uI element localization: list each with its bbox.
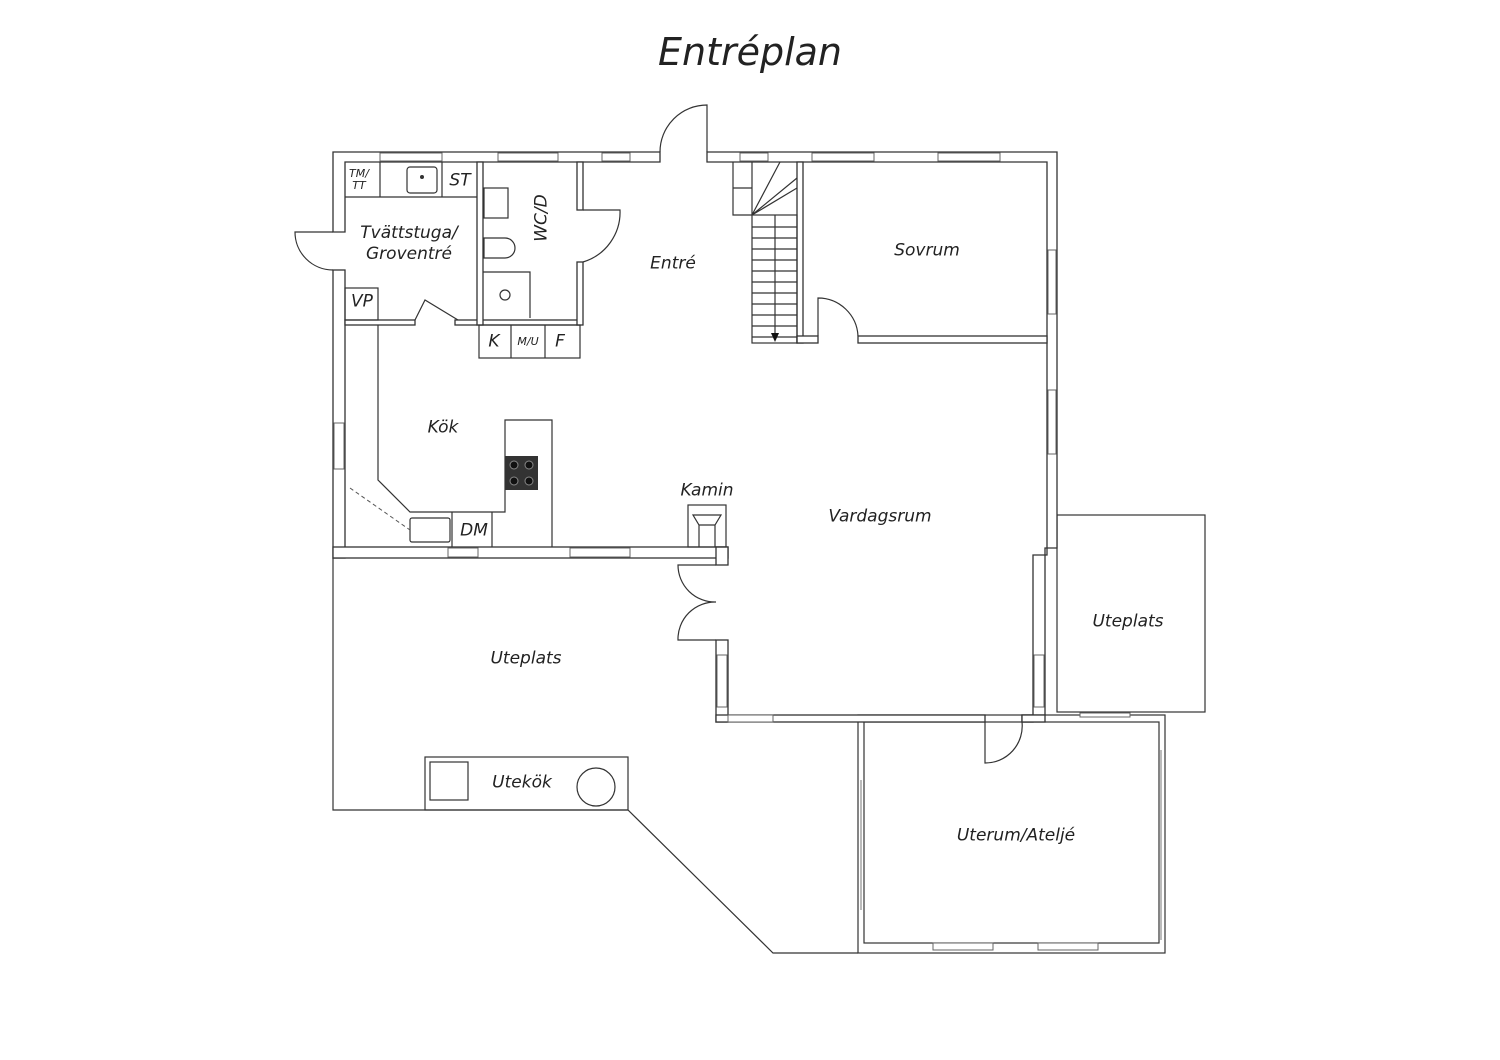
utekok-round-grill — [576, 767, 616, 807]
label-line: TM/ — [349, 167, 369, 180]
bathroom-fixtures — [483, 187, 531, 318]
label-vp: VP — [351, 291, 373, 312]
label-line: Groventré — [366, 244, 452, 264]
uteplats-left-outline — [332, 558, 858, 954]
floor-plan-title: Entréplan — [657, 30, 843, 74]
fireplace — [687, 504, 727, 548]
wall — [576, 261, 584, 326]
stove — [505, 456, 538, 490]
label-k: K — [488, 331, 500, 352]
doors — [294, 104, 1023, 764]
room-label-uteplats-right: Uteplats — [1092, 611, 1164, 632]
label-line: Tvättstuga/ — [360, 223, 458, 243]
uterum-walls — [857, 714, 1166, 954]
wall-vardagsrum-south — [715, 714, 986, 723]
wall — [796, 161, 804, 344]
kitchen-counters — [349, 325, 553, 547]
room-label-sovrum: Sovrum — [894, 240, 960, 261]
wall-left — [332, 269, 346, 559]
wall — [857, 335, 1048, 344]
room-label-wc: WC/D — [531, 194, 552, 242]
room-label-vardagsrum: Vardagsrum — [828, 506, 932, 527]
room-label-uterum: Uterum/Ateljé — [956, 825, 1076, 846]
label-f: F — [555, 331, 565, 352]
utekok-grill — [429, 761, 469, 801]
room-label-tvattstuga: Tvättstuga/Groventré — [360, 223, 457, 265]
uteplats-right-outline — [1056, 514, 1206, 713]
room-label-entre: Entré — [650, 253, 696, 274]
wall — [796, 335, 819, 344]
wall — [476, 161, 484, 326]
wall — [576, 161, 584, 211]
wall-kok-south — [332, 546, 729, 559]
laundry-fixtures — [344, 162, 477, 321]
label-kamin: Kamin — [680, 480, 734, 501]
room-label-uteplats-left: Uteplats — [490, 648, 562, 669]
label-line: TT — [352, 179, 366, 192]
label-utekok: Utekök — [492, 772, 552, 793]
wall — [1021, 714, 1046, 723]
wall — [715, 546, 729, 566]
wall — [454, 319, 581, 326]
window — [932, 942, 994, 951]
utekok-counter — [424, 756, 629, 811]
uterum-inner-wall — [863, 721, 1160, 944]
label-m-u: M/U — [517, 335, 539, 348]
staircase — [732, 161, 798, 344]
window — [1037, 942, 1099, 951]
closets — [478, 324, 581, 359]
label-st: ST — [449, 170, 471, 191]
windows — [333, 152, 1057, 723]
wall — [344, 319, 416, 326]
room-label-kok: Kök — [427, 417, 459, 438]
label-tm-tt: TM/TT — [349, 168, 369, 192]
window — [1079, 712, 1131, 718]
label-dm: DM — [460, 520, 488, 541]
